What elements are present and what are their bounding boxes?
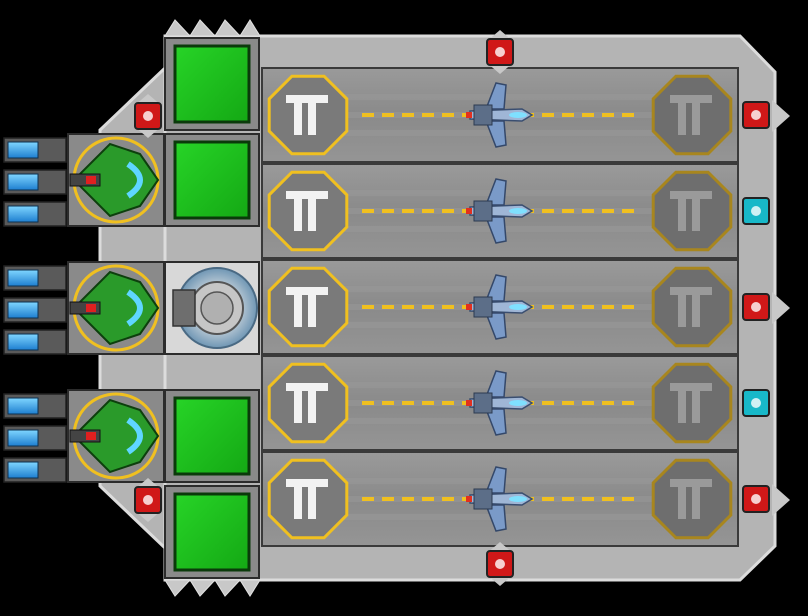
launch-pad-icon[interactable]	[267, 362, 349, 444]
shield-icon	[172, 267, 258, 349]
marker-bottom	[486, 542, 514, 586]
launch-pad-icon[interactable]	[267, 170, 349, 252]
bay-1	[261, 67, 770, 163]
marker-top	[486, 30, 514, 74]
drone-bay-3[interactable]	[3, 389, 165, 483]
bay-5	[261, 451, 770, 547]
bay-marker-cyan	[742, 197, 770, 225]
thruster-icon	[3, 457, 67, 483]
bay-marker-cyan	[742, 389, 770, 417]
drone-icon	[69, 392, 160, 480]
green-system-panel	[173, 492, 251, 572]
green-system-panel	[173, 140, 251, 220]
thruster-icon	[3, 297, 67, 323]
landing-pad-icon[interactable]	[651, 266, 733, 348]
landing-pad-icon[interactable]	[651, 74, 733, 156]
fighter-icon[interactable]	[466, 370, 534, 436]
landing-pad-icon[interactable]	[651, 170, 733, 252]
hull-markers	[134, 30, 514, 586]
thruster-icon	[3, 425, 67, 451]
drone-bay-2[interactable]	[3, 261, 165, 355]
marker-left-lower	[134, 478, 162, 522]
fighter-icon[interactable]	[466, 82, 534, 148]
green-system-panel	[173, 396, 251, 476]
marker-left-upper	[134, 94, 162, 138]
launch-pad-icon[interactable]	[267, 74, 349, 156]
landing-pad-icon[interactable]	[651, 362, 733, 444]
hangar-bays	[261, 67, 770, 547]
launch-pad-icon[interactable]	[267, 266, 349, 348]
drone-bays	[3, 133, 165, 483]
thruster-icon	[3, 329, 67, 355]
thruster-icon	[3, 137, 67, 163]
drone-bay-1[interactable]	[3, 133, 165, 227]
thruster-icon	[3, 201, 67, 227]
bay-4	[261, 355, 770, 451]
rooms-column	[164, 37, 260, 579]
drone-icon	[69, 136, 160, 224]
thruster-icon	[3, 169, 67, 195]
green-system-panel	[173, 44, 251, 124]
room-3[interactable]	[164, 261, 260, 355]
room-5[interactable]	[164, 485, 260, 579]
fighter-icon[interactable]	[466, 466, 534, 532]
bay-marker-red	[742, 101, 770, 129]
thruster-icon	[3, 393, 67, 419]
room-4[interactable]	[164, 389, 260, 483]
bay-2	[261, 163, 770, 259]
thruster-icon	[3, 265, 67, 291]
landing-pad-icon[interactable]	[651, 458, 733, 540]
room-1[interactable]	[164, 37, 260, 131]
room-2[interactable]	[164, 133, 260, 227]
bay-marker-red	[742, 293, 770, 321]
launch-pad-icon[interactable]	[267, 458, 349, 540]
fighter-icon[interactable]	[466, 274, 534, 340]
bay-3	[261, 259, 770, 355]
drone-icon	[69, 264, 160, 352]
bay-marker-red	[742, 485, 770, 513]
fighter-icon[interactable]	[466, 178, 534, 244]
